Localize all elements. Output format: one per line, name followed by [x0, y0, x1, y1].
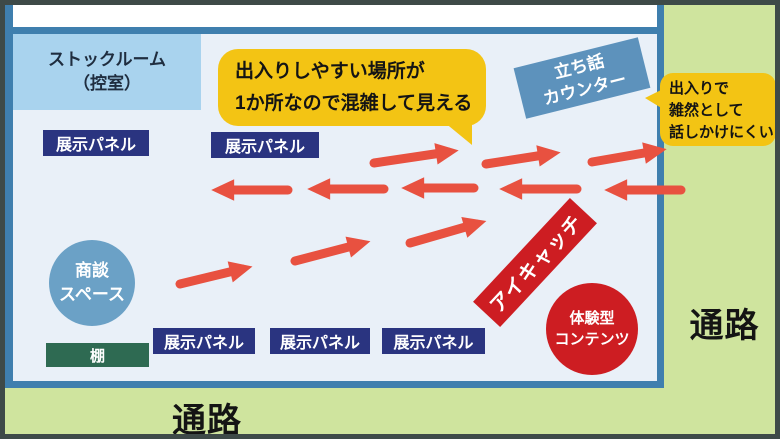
- display-panel-bottom-1: 展示パネル: [153, 328, 255, 354]
- callout-crowded-line2: 1か所なので混雑して見える: [235, 93, 473, 114]
- aisle-label-right: 通路: [689, 307, 760, 345]
- callout-hard-to-talk-line3: 話しかけにくい: [669, 124, 774, 141]
- callout-hard-to-talk-line1: 出入りで: [669, 80, 730, 97]
- stockroom-box: ストックルーム （控室）: [13, 34, 201, 110]
- meeting-space-line2: スペース: [59, 285, 125, 304]
- stockroom-label-line2: （控室）: [73, 74, 141, 93]
- experience-line2: コンテンツ: [554, 331, 630, 348]
- display-panel-top-2: 展示パネル: [211, 132, 319, 158]
- callout-crowded-tail: [444, 122, 472, 145]
- callout-hard-to-talk-tail: [645, 89, 663, 109]
- callout-crowded: 出入りしやすい場所が 1か所なので混雑して見える: [218, 49, 486, 145]
- callout-hard-to-talk-line2: 雑然として: [669, 102, 744, 119]
- display-panel-top-1: 展示パネル: [43, 130, 149, 156]
- shelf-box: 棚: [46, 343, 149, 367]
- display-panel-bottom-2: 展示パネル: [270, 328, 370, 354]
- callout-hard-to-talk: 出入りで 雑然として 話しかけにくい: [645, 73, 775, 146]
- display-panel-bottom-3: 展示パネル: [382, 328, 485, 354]
- experience-line1: 体験型: [569, 310, 615, 327]
- meeting-space-line1: 商談: [75, 261, 109, 280]
- experience-content-circle: 体験型 コンテンツ: [546, 283, 638, 375]
- meeting-space-circle: 商談 スペース: [49, 240, 135, 326]
- callout-crowded-line1: 出入りしやすい場所が: [235, 61, 425, 82]
- aisle-label-bottom: 通路: [172, 402, 242, 439]
- stockroom-label-line1: ストックルーム: [48, 50, 166, 69]
- booth-back-wall: [13, 5, 657, 34]
